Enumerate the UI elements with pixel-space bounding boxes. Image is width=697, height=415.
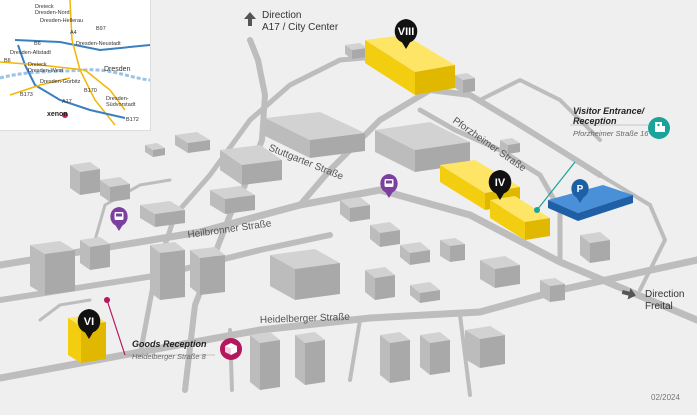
marker-iv: IV bbox=[488, 170, 512, 200]
bus-stop-2 bbox=[110, 207, 128, 231]
goods-reception-label: Goods Reception Heidelberger Straße 8 bbox=[132, 339, 207, 362]
inset-dresden: Dresden bbox=[104, 66, 131, 73]
inset-a4: A4 bbox=[70, 30, 77, 36]
reception-desk-icon bbox=[648, 117, 670, 139]
inset-dreieck-west: Dreieck Dresden-West bbox=[28, 62, 64, 74]
visitor-connector bbox=[536, 161, 576, 211]
direction-north-line2: A17 / City Center bbox=[262, 22, 339, 33]
overview-map-lines bbox=[0, 0, 150, 126]
package-icon bbox=[220, 338, 242, 360]
marker-vi: VI bbox=[77, 309, 101, 339]
inset-hellerau: Dresden-Hellerau bbox=[40, 18, 84, 24]
xenon-logo: xenon bbox=[47, 111, 68, 118]
building-iv-shape-b bbox=[490, 196, 550, 240]
direction-freital-line1: Direction bbox=[645, 289, 685, 300]
direction-freital-line2: Freital bbox=[645, 301, 673, 312]
visitor-dot bbox=[534, 207, 540, 213]
visitor-entrance-address: Pforzheimer Straße 16 bbox=[573, 129, 649, 138]
inset-dreieck-nord: Dreieck Dresden-Nord bbox=[35, 4, 70, 16]
visitor-entrance-title-1: Visitor Entrance/ bbox=[573, 106, 645, 116]
inset-a17: A17 bbox=[62, 99, 72, 105]
street-heidelberger: Heidelberger Straße bbox=[260, 312, 351, 326]
parking-area bbox=[548, 185, 633, 221]
inset-altstadt: Dresden-Altstadt bbox=[10, 50, 51, 56]
direction-north: Direction A17 / City Center bbox=[262, 10, 338, 34]
goods-connector bbox=[106, 299, 126, 356]
direction-freital: Direction Freital bbox=[645, 289, 684, 313]
inset-b170: B170 bbox=[84, 88, 97, 94]
overview-location-marker bbox=[62, 112, 68, 118]
marker-parking: P bbox=[571, 179, 589, 203]
marker-viii: VIII bbox=[394, 19, 418, 49]
direction-north-line1: Direction bbox=[262, 10, 302, 21]
inset-neustadt: Dresden-Neustadt bbox=[76, 41, 121, 47]
buildings-highlighted bbox=[68, 35, 550, 363]
arrow-up-icon bbox=[244, 12, 256, 26]
marker-iv-label: IV bbox=[495, 177, 506, 189]
visitor-entrance-title-2: Reception bbox=[573, 116, 617, 126]
marker-viii-label: VIII bbox=[398, 26, 415, 38]
parking-label: P bbox=[577, 184, 584, 195]
inset-b6-left: B6 bbox=[4, 58, 11, 64]
goods-reception-title: Goods Reception bbox=[132, 339, 207, 349]
date-stamp: 02/2024 bbox=[651, 393, 680, 402]
inset-b6-top: B6 bbox=[34, 41, 41, 47]
inset-b97: B97 bbox=[96, 26, 106, 32]
goods-dot bbox=[104, 297, 110, 303]
bus-stop-1 bbox=[380, 174, 398, 198]
inset-b173: B173 bbox=[20, 92, 33, 98]
inset-gorbitz: Dresden-Gorbitz bbox=[40, 79, 81, 85]
buildings-grey bbox=[30, 43, 610, 390]
inset-b172: B172 bbox=[126, 117, 139, 123]
goods-reception-address: Heidelberger Straße 8 bbox=[132, 352, 206, 361]
visitor-entrance-label: Visitor Entrance/ Reception Pforzheimer … bbox=[573, 106, 648, 139]
overview-map: Dreieck Dresden-Nord Dresden-Hellerau B9… bbox=[0, 0, 151, 131]
inset-suedvorstadt: Dresden- Südvorstadt bbox=[106, 96, 136, 108]
building-viii-shape bbox=[365, 35, 455, 95]
arrow-right-icon bbox=[621, 287, 636, 300]
marker-vi-label: VI bbox=[84, 316, 94, 328]
